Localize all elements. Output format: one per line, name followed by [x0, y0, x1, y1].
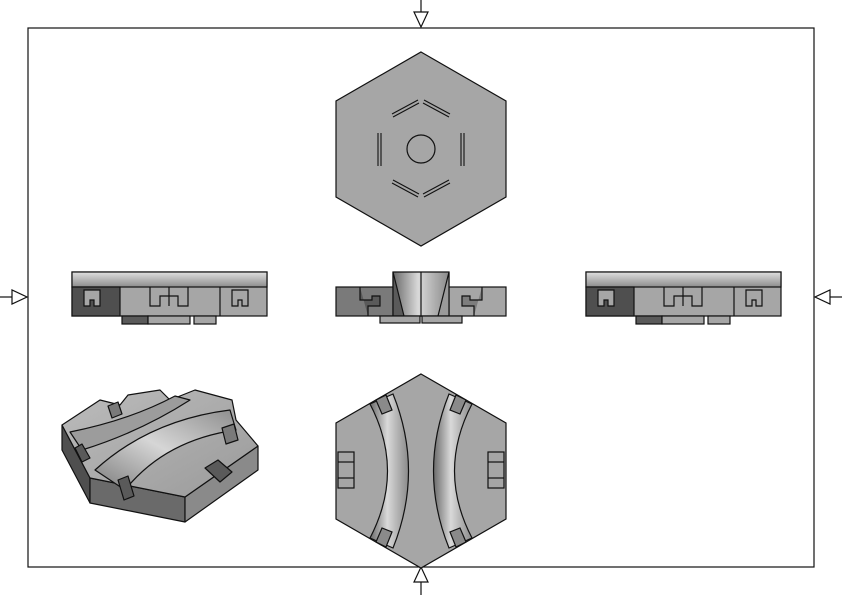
front-view-right-notch: [461, 287, 483, 316]
right-view-foot-1: [635, 315, 663, 325]
bottom-view-left-groove: [369, 393, 410, 549]
front-view-foot-left: [379, 315, 421, 324]
right-view-foot-2: [661, 315, 705, 325]
front-view: [335, 271, 507, 324]
right-view-dark-end: [585, 286, 635, 317]
bottom-view-right-groove: [432, 393, 473, 549]
iso-notch-front: [204, 459, 233, 483]
left-view-notch-2: [231, 289, 249, 307]
centering-mark-bottom: [413, 565, 429, 595]
top-view-slots: [377, 99, 465, 198]
right-view-foot-3: [707, 315, 731, 325]
bottom-view-hexagon: [335, 373, 507, 569]
bottom-view-corner-notches: [375, 394, 467, 548]
right-side-view: [585, 271, 782, 325]
centering-mark-right: [813, 289, 842, 305]
centering-mark-top: [413, 0, 429, 29]
bottom-view-side-tabs: [337, 451, 505, 489]
centering-mark-left: [0, 289, 29, 305]
iso-notch-right: [221, 423, 239, 445]
iso-groove-arc: [94, 409, 237, 491]
left-view-foot-1: [121, 315, 149, 325]
right-view-notch-2: [745, 289, 763, 307]
front-view-left-notch: [359, 287, 381, 316]
top-view: [335, 51, 507, 247]
left-view-foot-3: [193, 315, 217, 325]
bottom-view: [335, 373, 507, 569]
front-view-foot-right: [421, 315, 463, 324]
iso-groove-arc-2: [69, 395, 191, 451]
iso-notch-top: [107, 401, 123, 419]
right-view-notch-1: [597, 289, 615, 307]
top-view-center-hole: [406, 134, 436, 164]
right-view-groove-strip: [585, 271, 782, 288]
left-view-groove-strip: [71, 271, 268, 288]
iso-notch-bottom-left: [117, 475, 135, 501]
iso-notch-left: [74, 443, 91, 463]
isometric-view: [61, 389, 259, 523]
left-view-foot-2: [147, 315, 191, 325]
left-view-notch-1: [83, 289, 101, 307]
left-side-view: [71, 271, 268, 325]
